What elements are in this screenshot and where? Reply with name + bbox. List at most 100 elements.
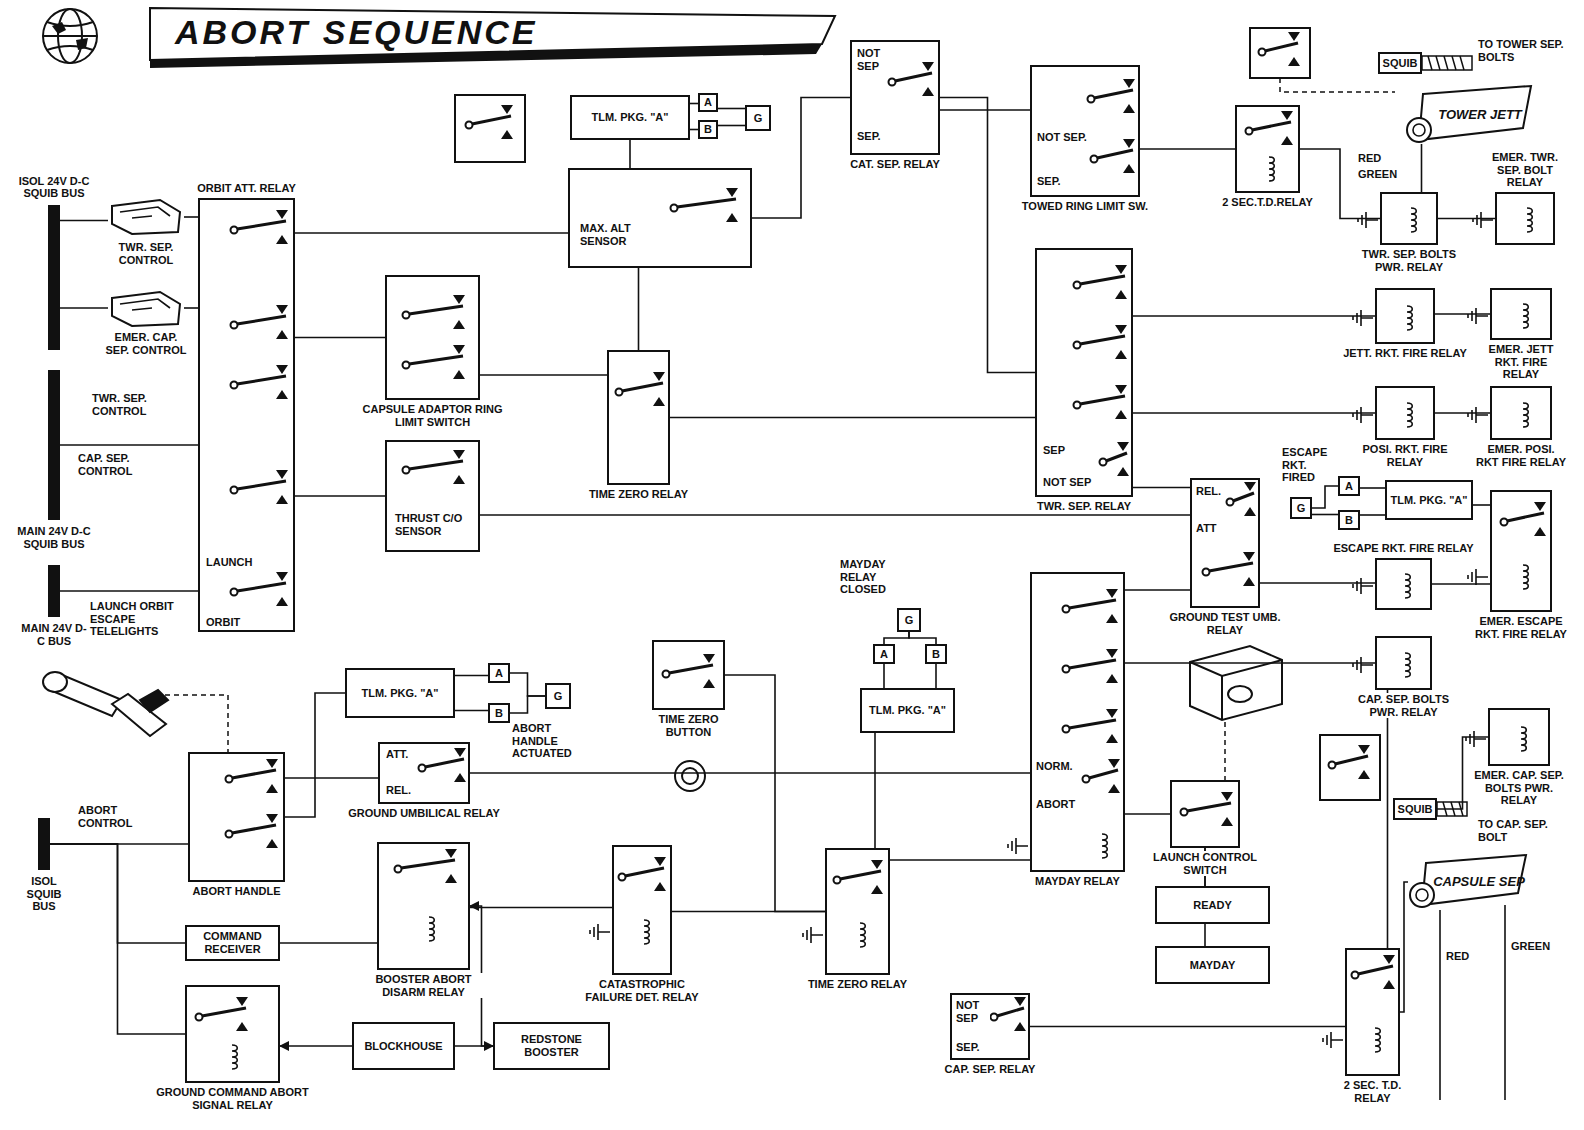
wire: [940, 98, 1035, 373]
label-text: ABORT HANDLE: [177, 885, 297, 898]
label-text: B: [932, 648, 940, 661]
label-text: READY: [1193, 899, 1232, 912]
ground-symbol: [1466, 731, 1486, 747]
text-area: BLOCKHOUSE: [354, 1024, 453, 1068]
label-text: TLM. PKG. "A": [361, 687, 438, 700]
wire: [295, 495, 385, 497]
relay-coil: [1521, 727, 1526, 751]
relay-contact: [466, 105, 514, 139]
relay-coil: [1411, 208, 1416, 232]
label-text: REL.: [1196, 485, 1226, 498]
relay-contact: [834, 860, 884, 894]
relay-contact: [419, 748, 467, 782]
wire: [718, 125, 745, 127]
relay-box: JETT. RKT. FIRE RELAY: [1375, 288, 1435, 344]
label-text: CAT. SEP. RELAY: [825, 158, 965, 171]
label-text: SQUIB: [1398, 803, 1433, 816]
relay-contact: [1063, 649, 1119, 683]
ground-symbol: [1323, 1032, 1343, 1048]
relay-box: NOT SEP.SEP.TOWED RING LIMIT SW.: [1030, 65, 1140, 197]
node-artwork: [1492, 388, 1554, 442]
relay-contact: [1074, 265, 1128, 299]
label-text: EMER. TWR. SEP. BOLT RELAY: [1479, 151, 1571, 189]
text-area: [379, 844, 468, 968]
label-text: SQUIB: [1383, 57, 1418, 70]
relay-contact: [231, 210, 289, 244]
text-area: READY: [1157, 888, 1268, 922]
relay-contact: [1063, 709, 1119, 743]
wire: [470, 907, 612, 909]
label-text: LAUNCH: [206, 556, 258, 569]
wire: [510, 696, 545, 713]
wire: [690, 103, 698, 105]
label-text: A: [880, 648, 888, 661]
bus-bar: MAIN 24V D-C SQUIB BUS: [48, 370, 60, 520]
relay-coil: [1407, 403, 1412, 427]
relay-coil: [644, 920, 649, 944]
label-text: ATT.: [386, 748, 420, 761]
relay-box: LAUNCH CONTROL SWITCH: [1170, 780, 1240, 848]
label-text: TOWED RING LIMIT SW.: [1000, 200, 1170, 213]
ground-symbol: [1468, 308, 1488, 324]
wire: [295, 232, 568, 234]
relay-box: EMER. JETT RKT. FIRE RELAY: [1490, 288, 1552, 340]
node-artwork: [48, 565, 60, 617]
relay-box: EMER. CAP. SEP. BOLTS PWR. RELAY: [1488, 708, 1550, 766]
callout-label: ABORT CONTROL: [78, 804, 153, 829]
relay-box: POSI. RKT. FIRE RELAY: [1375, 386, 1435, 440]
ground-symbol: [1468, 569, 1488, 585]
wire: [940, 109, 1030, 111]
relay-box: G: [1290, 497, 1312, 519]
label-text: NOT SEP: [1043, 476, 1098, 489]
wire: [890, 859, 1030, 861]
label-text: NORM.: [1036, 760, 1080, 773]
node-artwork: [1037, 250, 1135, 499]
relay-box: ABORT HANDLE: [188, 752, 285, 882]
relay-coil: [1405, 653, 1410, 677]
text-area: [48, 205, 60, 350]
text-area: [570, 170, 750, 266]
ground-symbol: [1468, 407, 1488, 423]
text-area: [187, 987, 278, 1081]
relay-contact: [1181, 792, 1234, 826]
node-artwork: [108, 290, 184, 326]
relay-box: CAP. SEP. BOLTS PWR. RELAY: [1375, 636, 1432, 690]
relay-box: A: [698, 93, 718, 112]
label-text: LAUNCH CONTROL SWITCH: [1140, 851, 1270, 876]
label-text: MAYDAY RELAY: [1008, 875, 1148, 888]
node-artwork: [1382, 194, 1440, 247]
node-artwork: [1377, 560, 1434, 612]
callout-label: MAYDAY RELAY CLOSED: [840, 558, 910, 596]
text-area: [1237, 107, 1298, 191]
text-area: REDSTONE BOOSTER: [495, 1024, 608, 1068]
text-area: [48, 370, 60, 520]
text-area: B: [927, 646, 945, 662]
node-artwork: [200, 200, 297, 634]
wire: [1312, 486, 1338, 508]
wire: [874, 733, 876, 848]
text-area: TLM. PKG. "A": [1387, 482, 1471, 518]
wire: [285, 693, 345, 817]
node-artwork: [379, 844, 472, 972]
label-text: EMER. ESCAPE RKT. FIRE RELAY: [1475, 615, 1567, 640]
pyro-unit: TOWER JETT: [1405, 86, 1533, 144]
label-text: TIME ZERO BUTTON: [639, 713, 739, 738]
callout-label: TO CAP. SEP. BOLT: [1478, 818, 1558, 843]
relay-coil: [1523, 565, 1528, 589]
relay-contact: [395, 849, 458, 883]
relay-contact: [1100, 442, 1130, 476]
text-area: G: [547, 685, 569, 707]
label-text: ISOL 24V D-C SQUIB BUS: [18, 175, 90, 200]
relay-box: A: [488, 663, 510, 683]
wire: [629, 140, 631, 168]
label-text: CAPSULE SEP: [1433, 875, 1525, 890]
relay-contact: [1227, 482, 1257, 516]
relay-contact: [1246, 111, 1294, 145]
relay-box: TIME ZERO BUTTON: [652, 640, 725, 710]
text-area: [827, 850, 888, 973]
label-text: THRUST C/O SENSOR: [395, 512, 473, 537]
wire: [50, 844, 185, 1034]
text-area: SQUIB: [1395, 800, 1435, 818]
text-area: [1492, 388, 1550, 438]
wire: [1133, 412, 1375, 414]
